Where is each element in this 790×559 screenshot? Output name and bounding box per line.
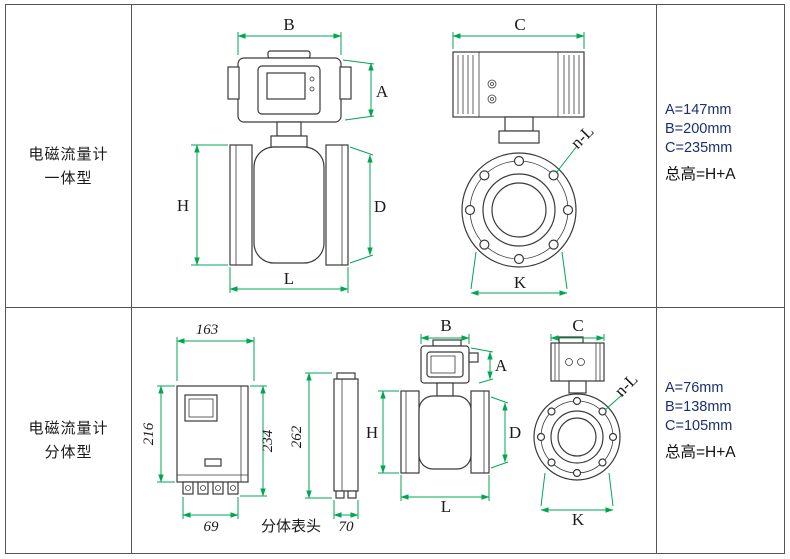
table-divider-horizontal (6, 307, 784, 308)
dimension-box-height-234: 234 (240, 385, 276, 497)
split-drawings: 163 216 234 69 分体表头 (141, 316, 642, 535)
spec-c-split: C=105mm (665, 418, 733, 434)
dim-label-a: A (376, 82, 389, 101)
dim-label-l-split: L (441, 497, 451, 516)
spec-b-split: B=138mm (665, 399, 732, 415)
dimension-L-split: L (400, 475, 490, 516)
row-label-split-line2: 分体型 (44, 444, 93, 461)
dim-label-nl: n-L (567, 122, 598, 153)
dim-label-216: 216 (141, 422, 157, 445)
split-specs: A=76mm B=138mm C=105mm 总高=H+A (665, 379, 783, 462)
spec-total-height-split: 总高=H+A (665, 444, 736, 461)
row-label-split-line1: 电磁流量计 (28, 420, 109, 437)
flange-circle (461, 152, 577, 268)
spec-a-integrated: A=147mm (665, 102, 732, 118)
dimension-side-height-262: 262 (289, 372, 332, 499)
dim-label-k: K (514, 273, 527, 292)
dim-label-70: 70 (339, 519, 355, 535)
integrated-specs: A=147mm B=200mm C=235mm 总高=H+A (665, 101, 783, 184)
dimension-C-split: C (550, 316, 605, 341)
remote-converter-side (333, 372, 359, 499)
dimension-H-split: H (366, 390, 399, 474)
integrated-end-view: C n-L K (452, 15, 598, 296)
row-label-integrated: 电磁流量计 一体型 (6, 143, 131, 191)
dimension-B-split: B (420, 316, 470, 344)
spec-total-height-integrated: 总高=H+A (665, 166, 736, 183)
dim-label-b: B (283, 15, 294, 34)
table-divider-left-column (131, 5, 132, 553)
dim-label-nl-split: n-L (611, 370, 642, 401)
converter-head (227, 50, 352, 148)
dimension-C: C (452, 15, 585, 49)
integrated-front-view: B A H D (177, 15, 389, 293)
dim-label-d-split: D (509, 423, 521, 442)
dimension-L: L (229, 267, 349, 293)
dimension-B: B (237, 15, 342, 55)
integrated-drawings: B A H D (177, 15, 598, 296)
row-label-split: 电磁流量计 分体型 (6, 417, 131, 465)
bolt-callout-nL: n-L (555, 122, 598, 174)
spec-table: 电磁流量计 一体型 电磁流量计 分体型 (5, 4, 785, 554)
table-divider-right-column (656, 5, 657, 553)
dimension-D: D (349, 146, 386, 264)
dim-label-l: L (284, 269, 294, 288)
spec-b-integrated: B=200mm (665, 121, 732, 137)
dim-label-c-split: C (572, 316, 583, 335)
remote-converter-front (176, 385, 249, 495)
dimension-box-width-163: 163 (176, 322, 255, 381)
dimension-gland-width-69: 69 (182, 497, 239, 535)
row-label-integrated-line2: 一体型 (44, 170, 93, 187)
converter-rear (452, 51, 585, 144)
dimension-A: A (342, 59, 389, 121)
spec-a-split: A=76mm (665, 380, 724, 396)
dim-label-a-split: A (495, 356, 508, 375)
flow-tube-body (229, 144, 349, 266)
dim-label-k-split: K (572, 510, 585, 529)
dimension-side-width-70: 70 (333, 500, 359, 535)
dim-label-c: C (514, 15, 525, 34)
bolt-callout-nL-split: n-L (604, 370, 642, 411)
dim-label-69: 69 (204, 519, 220, 535)
dimension-H: H (177, 144, 228, 266)
dim-label-h: H (177, 196, 189, 215)
dimension-K: K (470, 251, 568, 296)
spec-c-integrated: C=235mm (665, 140, 733, 156)
dimension-D-split: D (490, 396, 521, 469)
dimension-box-height-216: 216 (141, 385, 175, 483)
dim-label-262: 262 (289, 425, 305, 448)
row-label-integrated-line1: 电磁流量计 (28, 146, 109, 163)
dim-label-b-split: B (440, 316, 451, 335)
dim-label-234: 234 (260, 429, 276, 452)
dim-label-d: D (374, 197, 386, 216)
split-end-view (533, 336, 621, 481)
dim-label-163: 163 (196, 322, 219, 338)
split-front-view (400, 339, 490, 474)
dim-label-h-split: H (366, 423, 378, 442)
caption-remote-head: 分体表头 (261, 518, 321, 535)
dimension-A-split: A (470, 347, 508, 384)
dimension-K-split: K (540, 472, 614, 529)
